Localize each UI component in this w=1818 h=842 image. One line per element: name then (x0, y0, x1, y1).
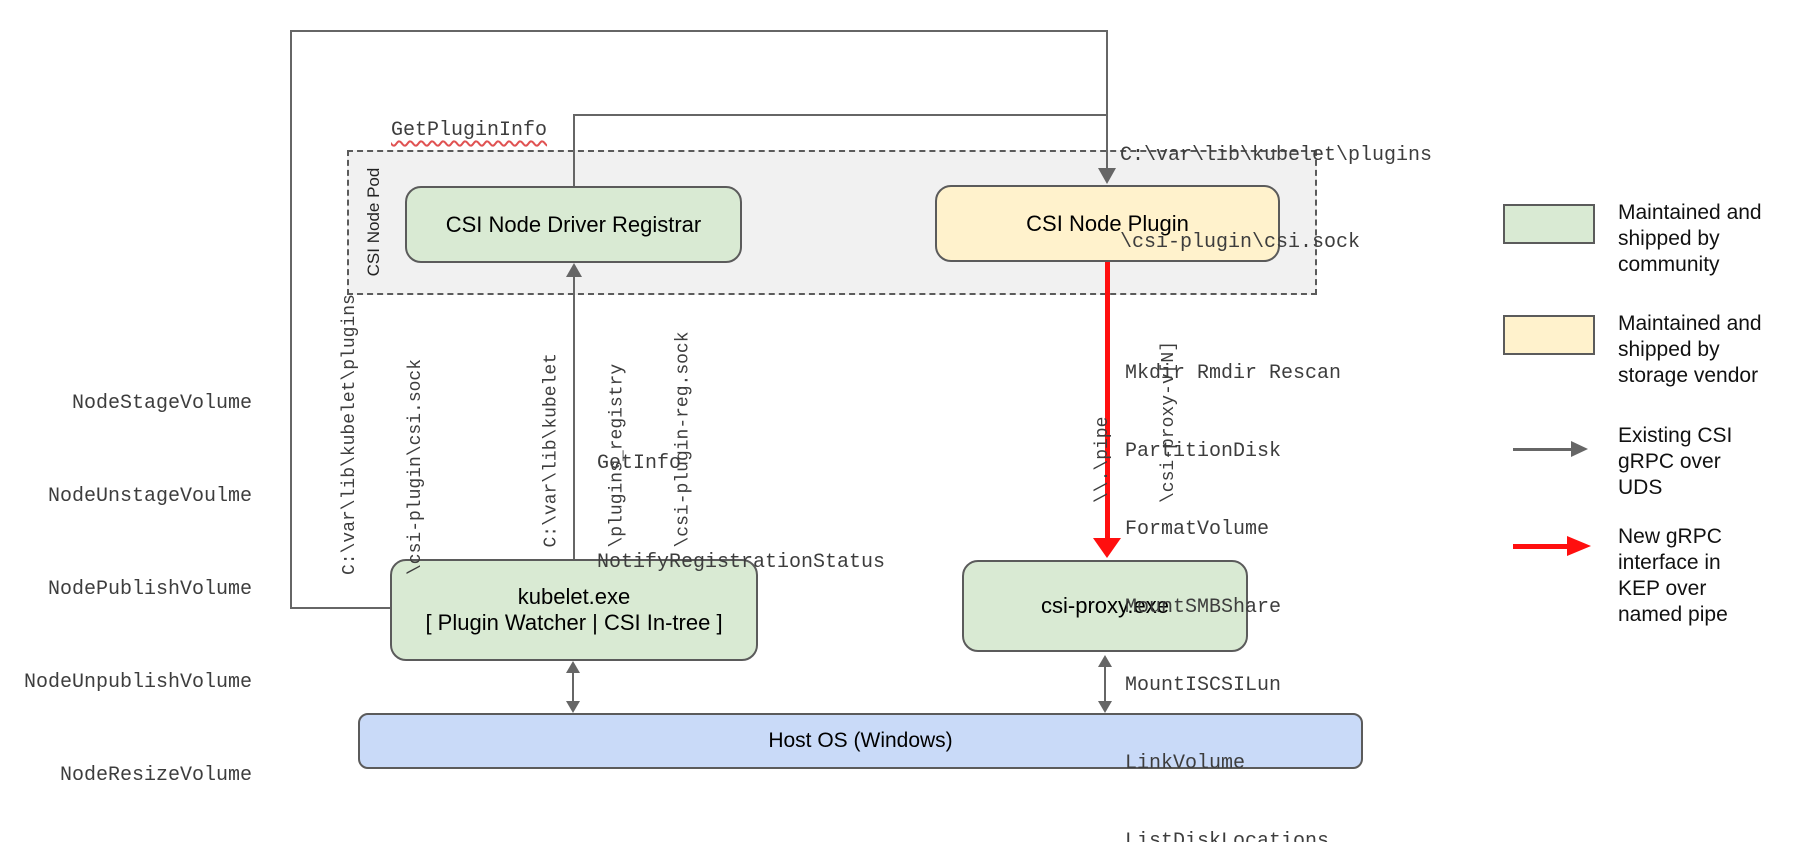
registration-rpc-item: GetInfo (597, 452, 682, 475)
host-os-box: Host OS (Windows) (358, 713, 1363, 769)
named-pipe-path-vertical: \\.\pipe \csi-proxy-v[N] (1048, 253, 1179, 503)
connector-kubelet-plugin-top (290, 30, 1108, 32)
node-rpcs-list: NodeStageVolume NodeUnstageVoulme NodePu… (18, 326, 252, 842)
node-rpc-item: NodeUnpublishVolume (23, 671, 252, 694)
registration-rpcs: GetInfo NotifyRegistrationStatus (597, 381, 885, 645)
legend-vendor-label: Maintained and shipped by storage vendor (1618, 311, 1762, 389)
legend-vendor-line3: storage vendor (1618, 364, 1759, 387)
legend-pipe-label: New gRPC interface in KEP over named pip… (1618, 524, 1728, 628)
registration-sock-path-line1: C:\var\lib\kubelet (541, 353, 562, 548)
arrowhead-up-kubelet (566, 661, 580, 673)
legend-uds-line1: Existing CSI (1618, 424, 1733, 447)
proxy-rpc-item: LinkVolume (1125, 752, 1246, 775)
proxy-rpc-item: ListDiskLocations (1125, 830, 1330, 842)
plugin-sock-path-vertical-line2: \csi-plugin\csi.sock (406, 358, 426, 575)
csi-node-pod-label: CSI Node Pod (364, 167, 383, 277)
arrowhead-down-into-plugin (1098, 168, 1116, 184)
connector-plugin-vertical (1106, 30, 1108, 170)
connector-kubelet-plugin-stub (290, 607, 390, 609)
legend-vendor-line1: Maintained and (1618, 312, 1762, 335)
arrowhead-down-hostos-left (566, 701, 580, 713)
connector-kubelet-registrar (573, 275, 575, 561)
connector-getplugininfo-horizontal (573, 114, 1108, 116)
node-rpc-item: NodeStageVolume (71, 392, 252, 415)
proxy-rpc-item: PartitionDisk (1125, 440, 1282, 463)
node-rpc-item: NodePublishVolume (47, 578, 252, 601)
kubelet-label-line2: [ Plugin Watcher | CSI In-tree ] (425, 610, 723, 635)
arrowhead-red-into-csiproxy (1093, 538, 1121, 558)
host-os-label: Host OS (Windows) (768, 729, 953, 752)
proxy-rpcs-list: Mkdir Rmdir Rescan PartitionDisk FormatV… (1125, 309, 1341, 842)
legend-pipe-arrow-line (1513, 544, 1569, 549)
connector-getplugininfo-vertical (573, 114, 575, 188)
proxy-rpc-item: MountSMBShare (1125, 596, 1282, 619)
plugin-sock-path-top-line2: \csi-plugin\csi.sock (1120, 231, 1361, 254)
arrowhead-down-hostos-right (1098, 701, 1112, 713)
legend-pipe-line4: named pipe (1618, 603, 1728, 626)
arrowhead-up-csiproxy (1098, 655, 1112, 667)
legend-pipe-arrowhead (1567, 536, 1591, 556)
registration-rpc-item: NotifyRegistrationStatus (597, 551, 886, 574)
node-rpc-item: NodeUnstageVoulme (47, 485, 252, 508)
legend-uds-arrow-line (1513, 448, 1573, 451)
legend-community-swatch (1503, 204, 1595, 244)
legend-uds-line2: gRPC over (1618, 450, 1721, 473)
legend-community-label: Maintained and shipped by community (1618, 200, 1762, 278)
connector-kubelet-plugin-left (290, 30, 292, 608)
kubelet-box: kubelet.exe [ Plugin Watcher | CSI In-tr… (390, 559, 758, 661)
node-rpc-item: NodeResizeVolume (59, 764, 252, 787)
kubelet-label-line1: kubelet.exe (517, 584, 631, 609)
legend-uds-line3: UDS (1618, 476, 1663, 499)
legend-pipe-line2: interface in (1618, 551, 1721, 574)
get-plugin-info-label: GetPluginInfo (391, 119, 548, 142)
connector-plugin-csiproxy-red (1105, 262, 1110, 540)
legend-vendor-line2: shipped by (1618, 338, 1720, 361)
legend-community-line2: shipped by (1618, 227, 1720, 250)
proxy-rpc-item: FormatVolume (1125, 518, 1270, 541)
legend-community-line1: Maintained and (1618, 201, 1762, 224)
proxy-rpc-item: Mkdir Rmdir Rescan (1125, 362, 1342, 385)
csi-node-plugin-box: CSI Node Plugin (935, 185, 1280, 262)
legend-pipe-line1: New gRPC (1618, 525, 1722, 548)
plugin-sock-path-vertical: C:\var\lib\kubelet\plugins \csi-plugin\c… (295, 275, 426, 575)
legend-community-line3: community (1618, 253, 1720, 276)
legend-vendor-swatch (1503, 315, 1595, 355)
plugin-sock-path-top: C:\var\lib\kubelet\plugins \csi-plugin\c… (1120, 83, 1432, 315)
kubelet-label: kubelet.exe [ Plugin Watcher | CSI In-tr… (425, 584, 722, 636)
registration-sock-path-vertical: C:\var\lib\kubelet \plugins_registry \cs… (497, 313, 694, 548)
csi-node-plugin-label: CSI Node Plugin (1026, 210, 1189, 236)
connector-kubelet-hostos (572, 670, 574, 704)
proxy-rpc-item: MountISCSILun (1125, 674, 1282, 697)
csi-node-driver-registrar-label: CSI Node Driver Registrar (445, 211, 702, 237)
legend-uds-label: Existing CSI gRPC over UDS (1618, 423, 1732, 501)
plugin-sock-path-top-line1: C:\var\lib\kubelet\plugins (1120, 144, 1433, 167)
plugin-sock-path-vertical-line1: C:\var\lib\kubelet\plugins (340, 294, 360, 575)
connector-csiproxy-hostos (1104, 665, 1106, 703)
csi-proxy-box: csi-proxy.exe (962, 560, 1248, 652)
csi-node-driver-registrar-box: CSI Node Driver Registrar (405, 186, 742, 263)
arrowhead-up-into-registrar (566, 263, 582, 277)
named-pipe-path-line1: \\.\pipe (1093, 416, 1113, 503)
csi-proxy-label: csi-proxy.exe (1041, 593, 1169, 618)
legend-uds-arrowhead (1571, 441, 1588, 457)
legend-pipe-line3: KEP over (1618, 577, 1707, 600)
